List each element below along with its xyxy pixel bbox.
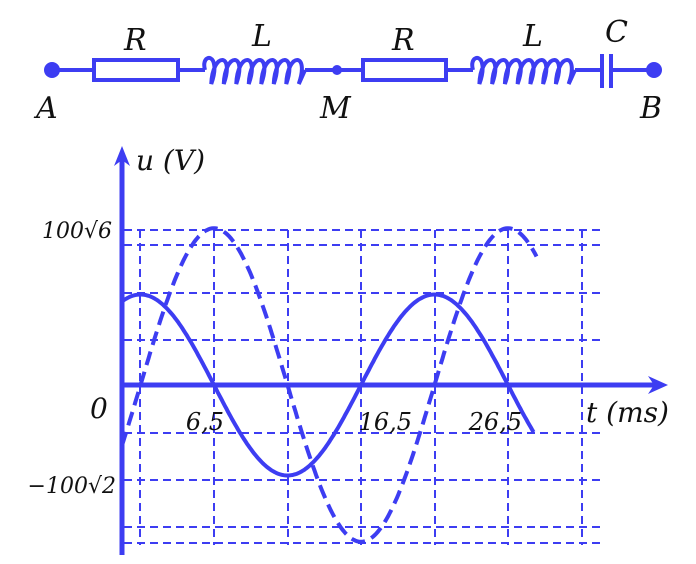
inductor-2 [470,55,577,85]
x-tick-label-2: 16,5 [359,408,412,436]
label-l1: L [251,19,272,54]
curves [120,226,539,544]
node-m-dot [332,65,342,75]
node-b-dot [646,62,662,78]
x-axis-label: t (ms) [586,396,669,429]
label-b: B [639,91,662,126]
y-axis-label: u (V) [136,144,205,177]
inductor-1 [202,55,307,85]
y-tick-top: 100√6 [42,219,112,244]
x-tick-label-3: 26,5 [468,408,522,436]
series-solid [120,292,536,478]
x-axis-arrow-icon [648,376,668,394]
label-c: C [605,15,628,50]
inductor-coil [202,55,307,85]
axes [114,146,668,555]
resistor-1 [92,58,180,82]
label-l2: L [522,19,543,54]
x-tick-label-1: 6,5 [186,408,224,436]
inductor-coil [470,55,577,85]
label-r2: R [391,23,415,58]
resistor-2 [361,58,448,82]
series-dashed [120,226,539,544]
y-axis-arrow-icon [114,146,130,166]
y-tick-neg: −100√2 [28,474,116,499]
label-a: A [33,91,58,126]
label-m: M [319,91,352,126]
label-r1: R [123,23,147,58]
origin-label: 0 [90,392,108,425]
circuit: R L R L C A M B [33,15,662,126]
node-a-dot [44,62,60,78]
